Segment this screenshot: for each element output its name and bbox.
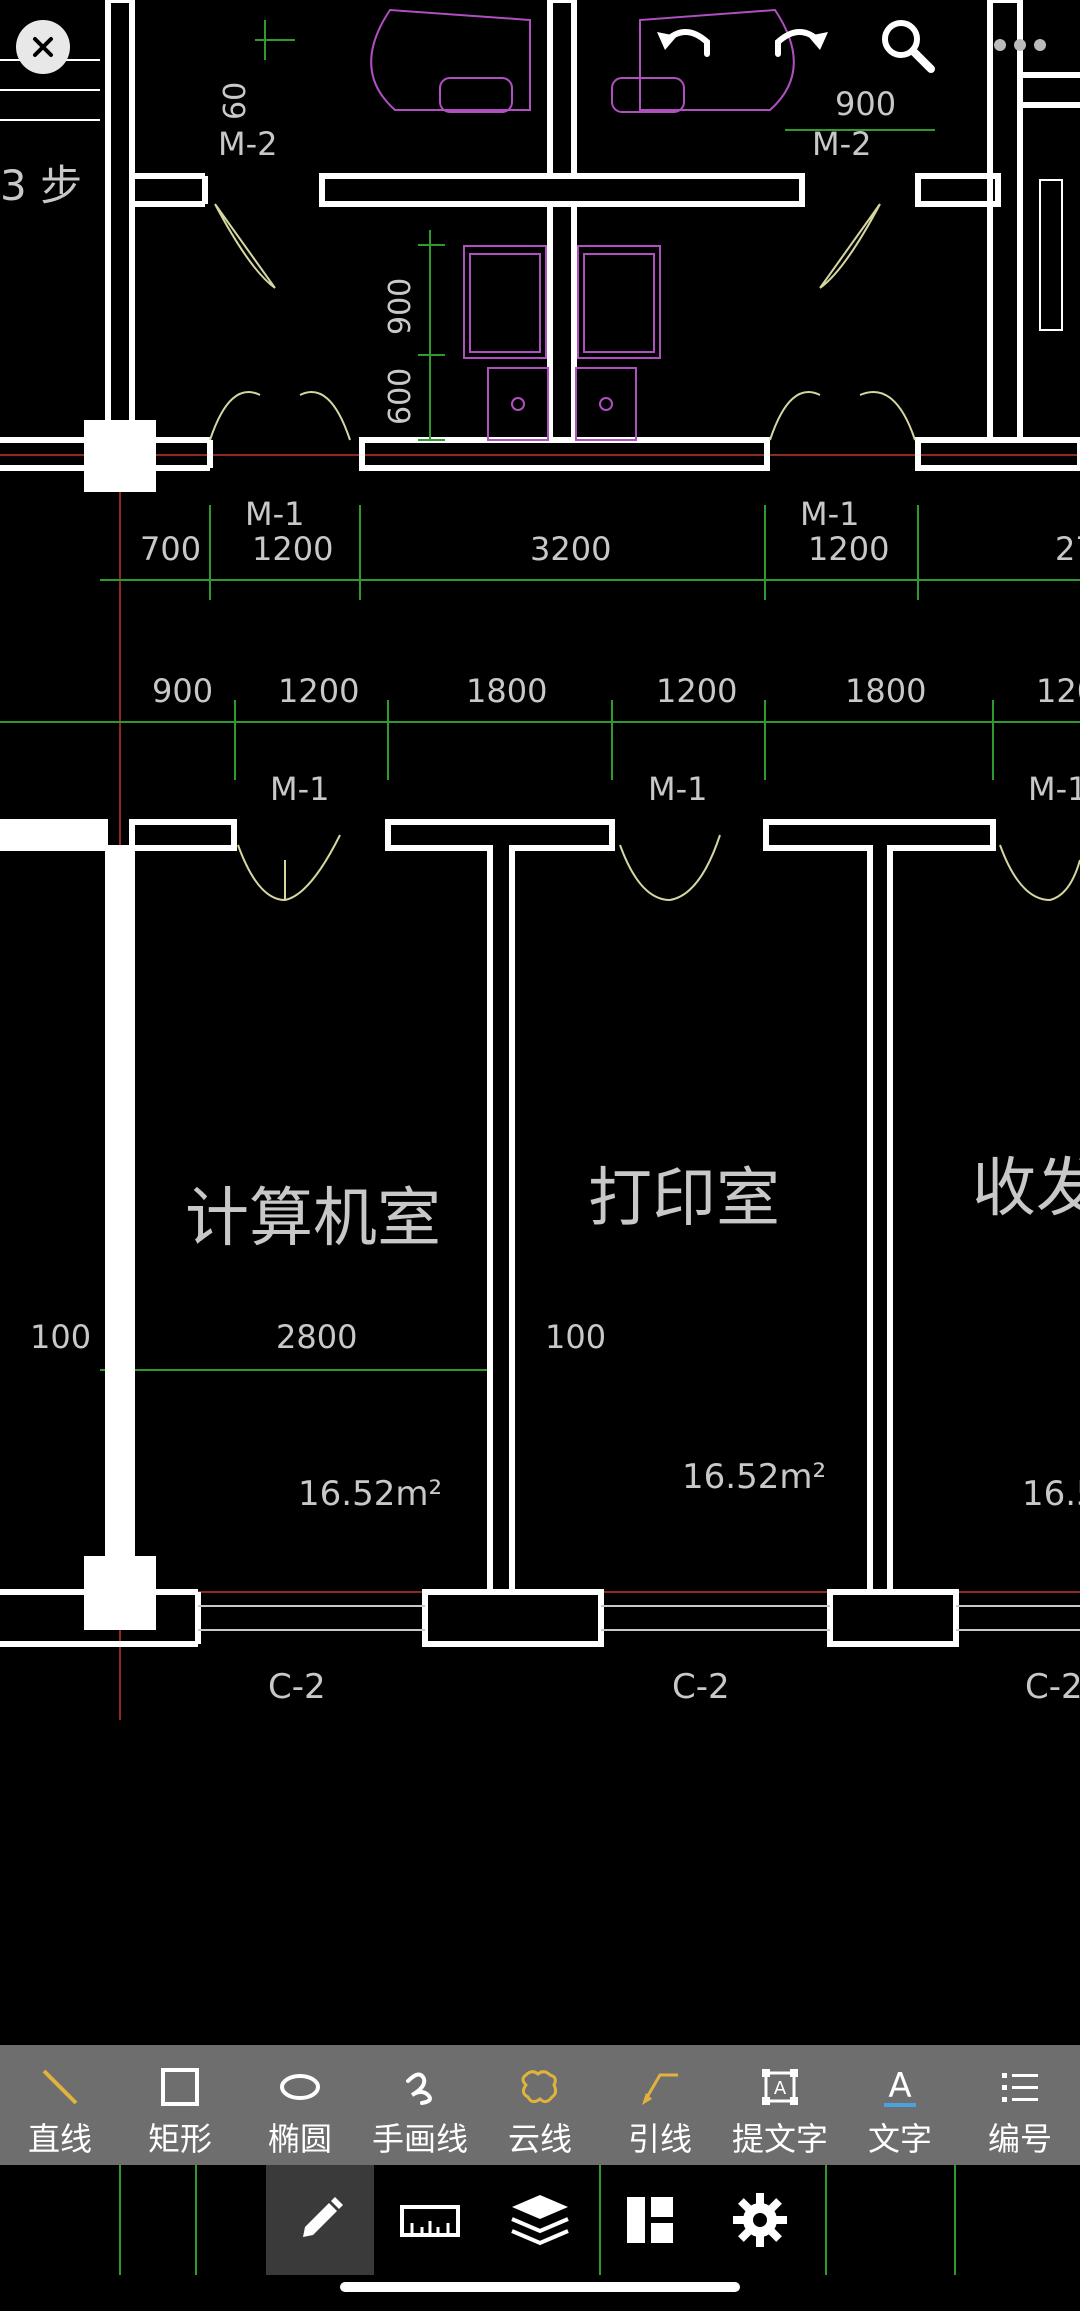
- redo-button[interactable]: [765, 10, 835, 80]
- svg-text:A: A: [888, 2066, 911, 2106]
- door-swings: [209, 203, 1080, 902]
- fixtures: [370, 8, 795, 441]
- dimension-text: 100: [545, 1318, 606, 1356]
- tool-rectangle[interactable]: 矩形: [120, 2045, 240, 2165]
- dimension-text: 1800: [845, 672, 926, 710]
- background-grid-lines: [119, 2165, 956, 2275]
- text-icon: A: [884, 2066, 916, 2107]
- tool-text[interactable]: A 文字: [840, 2045, 960, 2165]
- undo-button[interactable]: [650, 10, 720, 80]
- door-tag: M-2: [218, 125, 278, 163]
- dimension-text: 1200: [278, 672, 359, 710]
- door-tag: M-2: [812, 125, 872, 163]
- tool-label: 提文字: [731, 2120, 828, 2158]
- dimension-text: 900: [152, 672, 213, 710]
- rectangle-icon: [161, 2068, 199, 2106]
- freehand-icon: [406, 2072, 432, 2105]
- dimension-text: 600: [383, 368, 418, 425]
- leader-line-icon: [642, 2073, 678, 2105]
- pencil-icon: [303, 2197, 343, 2237]
- area-text: 16.5: [1022, 1474, 1080, 1514]
- dimension-text: 27: [1055, 530, 1080, 568]
- dimension-text: 1800: [466, 672, 547, 710]
- redo-icon: [775, 29, 828, 57]
- gear-icon: [733, 2193, 787, 2247]
- more-button[interactable]: [985, 10, 1055, 80]
- layout-mode-button[interactable]: [596, 2165, 704, 2275]
- dimension-text: 100: [30, 1318, 91, 1356]
- top-bar: [0, 0, 1080, 90]
- step-label: 3 步: [0, 161, 82, 210]
- dimension-text: 1200: [656, 672, 737, 710]
- layers-icon: [511, 2195, 569, 2246]
- tool-extract-text[interactable]: A 提文字: [720, 2045, 840, 2165]
- undo-icon: [657, 29, 710, 57]
- tool-label: 矩形: [147, 2120, 212, 2158]
- tool-label: 手画线: [371, 2120, 468, 2158]
- column-lower-left: [84, 1556, 156, 1630]
- dimension-text: 1200: [808, 530, 889, 568]
- room-name: 计算机室: [185, 1182, 441, 1256]
- dimension-text: 1200: [252, 530, 333, 568]
- walls-upper: [0, 0, 1080, 471]
- tool-label: 云线: [507, 2120, 572, 2158]
- layout-icon: [627, 2197, 673, 2243]
- line-icon: [42, 2069, 78, 2105]
- tool-cloud-line[interactable]: 云线: [480, 2045, 600, 2165]
- area-text: 16.52m²: [682, 1457, 826, 1497]
- door-tag: M-1: [1028, 770, 1080, 808]
- settings-button[interactable]: [706, 2165, 814, 2275]
- tool-line[interactable]: 直线: [0, 2045, 120, 2165]
- search-button[interactable]: [872, 10, 942, 80]
- tool-leader-line[interactable]: 引线: [600, 2045, 720, 2165]
- tool-numbering[interactable]: 编号: [960, 2045, 1080, 2165]
- room-name: 收发室: [972, 1152, 1080, 1226]
- ruler-icon: [400, 2205, 460, 2237]
- dimension-text: 120: [1036, 672, 1080, 710]
- dimension-text: 900: [835, 85, 896, 123]
- cloud-line-icon: [521, 2070, 558, 2104]
- measure-mode-button[interactable]: [376, 2165, 484, 2275]
- door-tag: M-1: [245, 495, 305, 533]
- window-tag: C-2: [1025, 1667, 1080, 1707]
- dimension-text: 2800: [276, 1318, 357, 1356]
- tool-label: 引线: [627, 2120, 692, 2158]
- dimension-text: 60: [218, 82, 253, 120]
- door-tag: M-1: [800, 495, 860, 533]
- dimension-lines: [0, 20, 1080, 1400]
- tool-label: 文字: [867, 2120, 932, 2158]
- svg-text:A: A: [774, 2078, 787, 2099]
- dimension-text: 700: [140, 530, 201, 568]
- extract-text-icon: A: [762, 2069, 798, 2105]
- layers-mode-button[interactable]: [486, 2165, 594, 2275]
- window-glazing: [198, 1605, 1080, 1631]
- tool-label: 直线: [27, 2120, 92, 2158]
- tool-ellipse[interactable]: 椭圆: [240, 2045, 360, 2165]
- annotate-mode-button[interactable]: [266, 2165, 374, 2275]
- door-tag: M-1: [270, 770, 330, 808]
- window-tag: C-2: [672, 1667, 730, 1707]
- home-indicator: [340, 2282, 740, 2292]
- tool-label: 编号: [987, 2120, 1052, 2158]
- search-icon: [882, 20, 935, 73]
- ellipse-icon: [280, 2074, 320, 2100]
- close-button[interactable]: [16, 20, 70, 74]
- door-tag: M-1: [648, 770, 708, 808]
- tool-label: 椭圆: [267, 2120, 332, 2158]
- area-text: 16.52m²: [298, 1474, 442, 1514]
- tool-freehand[interactable]: 手画线: [360, 2045, 480, 2165]
- dimension-text: 900: [383, 278, 418, 335]
- dimension-text: 3200: [530, 530, 611, 568]
- column-upper-left: [84, 420, 156, 492]
- room-name: 打印室: [588, 1162, 780, 1236]
- numbering-icon: [1002, 2073, 1038, 2102]
- close-icon: [33, 37, 53, 57]
- more-icon: [994, 39, 1046, 51]
- walls-lower: [0, 819, 996, 1647]
- window-tag: C-2: [268, 1667, 326, 1707]
- annotation-toolbar: 直线 矩形 椭圆 手画线 云线 引线 A 提文字 A 文字 编号: [0, 2045, 1080, 2165]
